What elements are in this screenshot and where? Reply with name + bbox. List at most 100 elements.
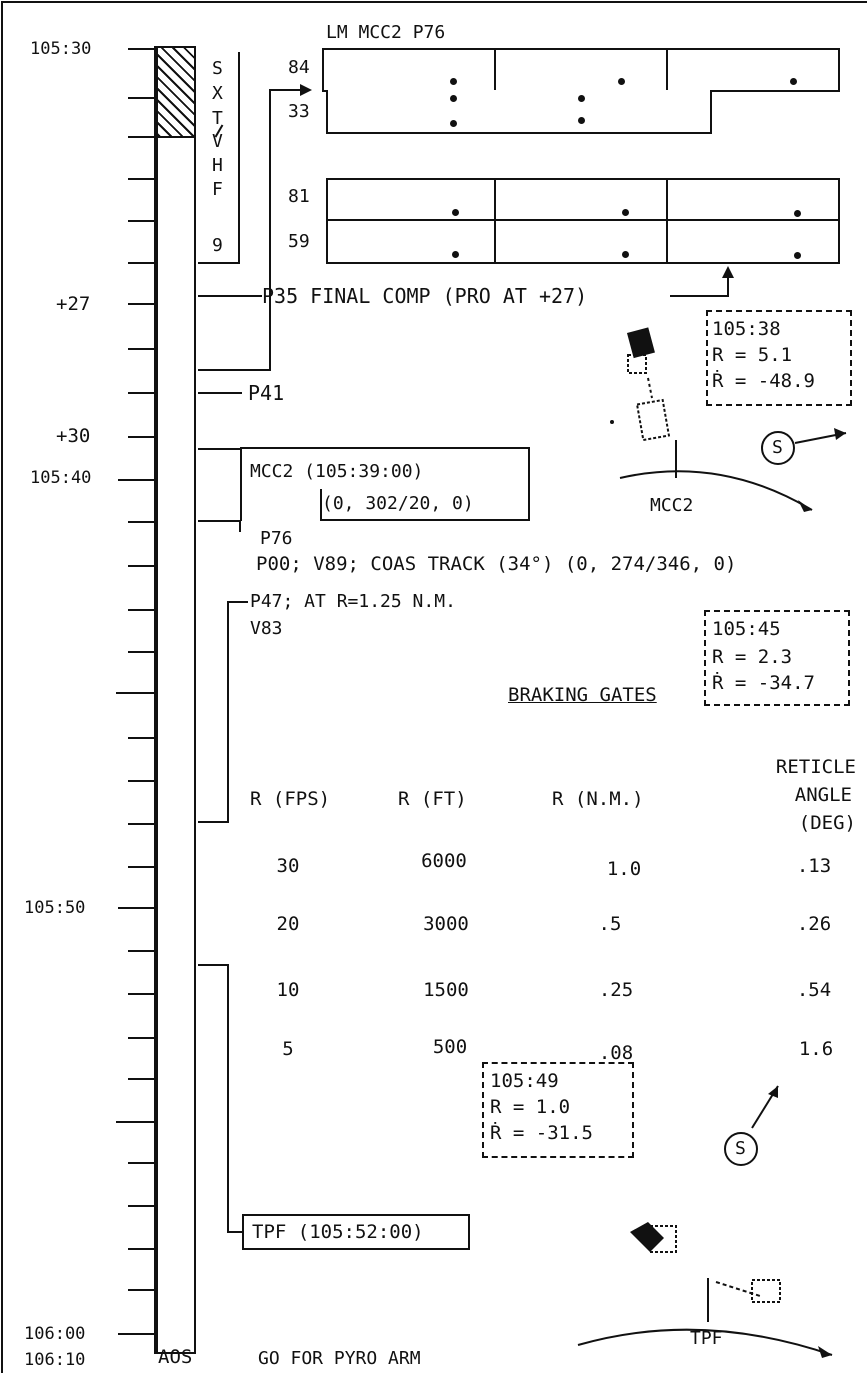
tick: [128, 220, 154, 222]
sxt-column-base: [198, 262, 240, 264]
display-dot: [578, 95, 585, 102]
tick: [128, 348, 154, 350]
tick: [128, 136, 154, 138]
timeline-inner-line: [156, 46, 158, 1354]
hatched-block: [158, 48, 194, 138]
mcc2-attitude-label: (0, 302/20, 0): [322, 493, 474, 514]
display-row-81-59: [326, 178, 840, 264]
column-header: (DEG): [798, 812, 856, 834]
tick: [128, 565, 154, 567]
braking-gates-title: BRAKING GATES: [508, 684, 657, 706]
time-label-106-00: 106:00: [24, 1324, 86, 1344]
table-cell: 10: [276, 979, 300, 1001]
display-dot: [794, 252, 801, 259]
info-box-105-38: [706, 310, 852, 406]
sun-label: S: [772, 437, 783, 458]
tick: [128, 178, 154, 180]
info-range-rate: Ṙ = -31.5: [490, 1122, 593, 1144]
info-time: 105:45: [712, 618, 781, 640]
p47-label: P47; AT R=1.25 N.M.: [250, 591, 456, 612]
sxt-letter: H: [212, 155, 223, 176]
display-dot: [794, 210, 801, 217]
mcc2-time-label: MCC2 (105:39:00): [250, 461, 424, 482]
tick: [116, 1121, 154, 1123]
time-label-106-10: 106:10: [24, 1350, 86, 1370]
sxt-letter: X: [212, 83, 223, 104]
display-divider: [494, 48, 496, 92]
time-label-105-40: 105:40: [30, 468, 92, 488]
display-dot: [578, 117, 585, 124]
display-dot: [450, 95, 457, 102]
table-cell: 20: [276, 913, 300, 935]
column-header: ANGLE: [794, 784, 852, 806]
table-cell: 1.6: [798, 1038, 834, 1060]
info-box-105-45: [704, 610, 850, 706]
display-divider: [666, 178, 668, 264]
table-cell: 6000: [421, 850, 467, 872]
time-label-105-30: 105:30: [30, 39, 92, 59]
table-cell: .08: [598, 1042, 634, 1064]
tpf-box: [242, 1214, 470, 1250]
info-range-rate: Ṙ = -48.9: [712, 370, 815, 392]
p76-label: P76: [260, 528, 293, 549]
table-cell: .54: [796, 979, 832, 1001]
column-header: R (N.M.): [552, 788, 644, 810]
p00-coas-track-label: P00; V89; COAS TRACK (34°) (0, 274/346, …: [256, 553, 737, 575]
tick: [128, 780, 154, 782]
tick: [128, 1078, 154, 1080]
display-row-33: [326, 90, 712, 134]
info-range: R = 1.0: [490, 1096, 571, 1118]
tick: [128, 950, 154, 952]
display-dot: [452, 251, 459, 258]
tick-105-30: [128, 48, 154, 50]
tick: [128, 392, 154, 394]
info-time: 105:38: [712, 318, 781, 340]
sxt-letter: F: [212, 179, 223, 200]
display-dot: [622, 209, 629, 216]
tick: [128, 609, 154, 611]
tick: [128, 651, 154, 653]
v83-label: V83: [250, 618, 283, 639]
mcc2-box-lower: [320, 489, 530, 521]
display-row-split: [326, 219, 840, 221]
display-divider: [666, 48, 668, 92]
timeline-strip: [154, 46, 196, 1354]
display-row-label: 81: [288, 186, 310, 207]
table-cell: 1.0: [606, 858, 642, 880]
display-row-84: [322, 48, 840, 92]
column-header: R (FPS): [250, 788, 331, 810]
tick: [116, 692, 154, 694]
display-dot: [450, 120, 457, 127]
sxt-column-line: [238, 52, 240, 262]
tick: [128, 1289, 154, 1291]
tick-106-00: [118, 1333, 154, 1335]
table-cell: .5: [598, 913, 622, 935]
sun-label: S: [735, 1138, 746, 1159]
tick: [128, 737, 154, 739]
display-dot: [790, 78, 797, 85]
tick: [128, 521, 154, 523]
tick: [128, 97, 154, 99]
sxt-letter: 9: [212, 235, 223, 256]
mcc2-diagram-label: MCC2: [650, 495, 694, 516]
tick-105-40: [118, 479, 154, 481]
table-cell: 30: [276, 855, 300, 877]
tick: [128, 262, 154, 264]
time-label-plus-30: +30: [56, 425, 91, 447]
table-cell: 500: [432, 1036, 468, 1058]
table-cell: 1500: [423, 979, 469, 1001]
mcc2-box-inner: [240, 447, 530, 491]
tick-plus-30: [128, 436, 154, 438]
tpf-label: TPF (105:52:00): [252, 1221, 424, 1243]
display-row-label: 33: [288, 101, 310, 122]
table-cell: 3000: [423, 913, 469, 935]
table-cell: .13: [796, 855, 832, 877]
table-cell: 5: [282, 1038, 294, 1060]
sxt-letter: V: [212, 131, 223, 152]
tick-plus-27: [128, 303, 154, 305]
tpf-diagram-label: TPF: [690, 1328, 723, 1349]
tick: [128, 823, 154, 825]
tick-105-50: [118, 907, 154, 909]
info-range: R = 2.3: [712, 646, 793, 668]
